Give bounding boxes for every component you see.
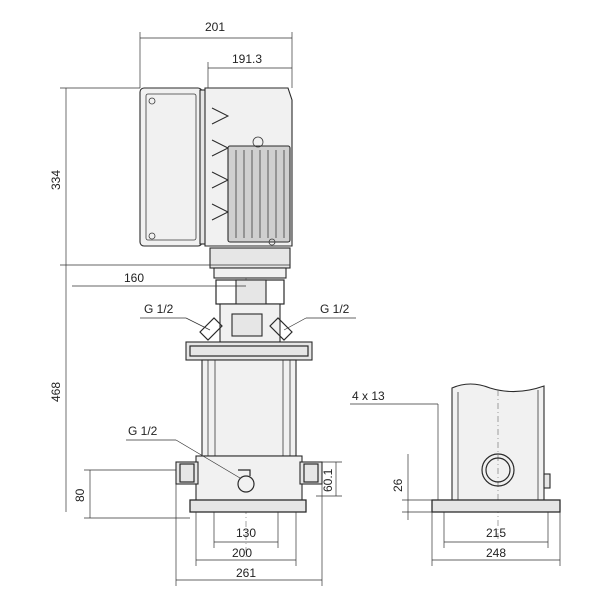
- dim-base-inner: 200: [195, 512, 297, 566]
- dim-foot-inner: 215: [443, 512, 549, 548]
- dim-port-diameter: 60.1: [316, 461, 342, 497]
- dim-motor-width: 191.3: [207, 52, 292, 88]
- dim-inlet-height-label: 80: [73, 488, 87, 502]
- dim-port-spacing-label: 130: [236, 526, 256, 540]
- callout-connection-lower: G 1/2: [126, 424, 241, 479]
- motor-body: [204, 87, 293, 247]
- callout-bolt-holes-label: 4 x 13: [352, 389, 385, 403]
- dim-port-diameter-label: 60.1: [321, 468, 335, 492]
- callout-connection-right: G 1/2: [283, 302, 356, 331]
- dim-top-width: 201: [139, 20, 293, 88]
- callout-connection-left: G 1/2: [140, 302, 211, 331]
- callout-bolt-holes: 4 x 13: [350, 389, 439, 500]
- pump-base: [175, 455, 323, 513]
- side-view: [431, 383, 561, 540]
- dim-foot-inner-label: 215: [486, 526, 506, 540]
- dim-inlet-height: 80: [73, 469, 190, 519]
- dim-base-inner-label: 200: [232, 546, 252, 560]
- motor-stool: [209, 247, 291, 305]
- dim-foot-outer: 248: [431, 512, 561, 566]
- dim-port-spacing: 130: [213, 512, 279, 548]
- dim-foot-height-label: 26: [391, 478, 405, 492]
- dim-motor-height: 334: [49, 87, 290, 266]
- dim-motor-offset-label: 160: [124, 271, 144, 285]
- callout-connection-left-label: G 1/2: [144, 302, 174, 316]
- dim-base-outer-label: 261: [236, 566, 256, 580]
- dim-top-width-label: 201: [205, 20, 225, 34]
- dim-base-outer: 261: [175, 484, 323, 586]
- dim-total-height: 468: [49, 265, 67, 512]
- pump-head: [185, 303, 313, 361]
- callout-connection-lower-label: G 1/2: [128, 424, 158, 438]
- callout-connection-right-label: G 1/2: [320, 302, 350, 316]
- dim-motor-offset: 160: [72, 271, 246, 287]
- dim-total-height-label: 468: [49, 382, 63, 402]
- dim-foot-outer-label: 248: [486, 546, 506, 560]
- dim-motor-width-label: 191.3: [232, 52, 262, 66]
- pump-sleeve: [201, 359, 297, 500]
- dim-motor-height-label: 334: [49, 170, 63, 190]
- dim-foot-height: 26: [391, 454, 432, 520]
